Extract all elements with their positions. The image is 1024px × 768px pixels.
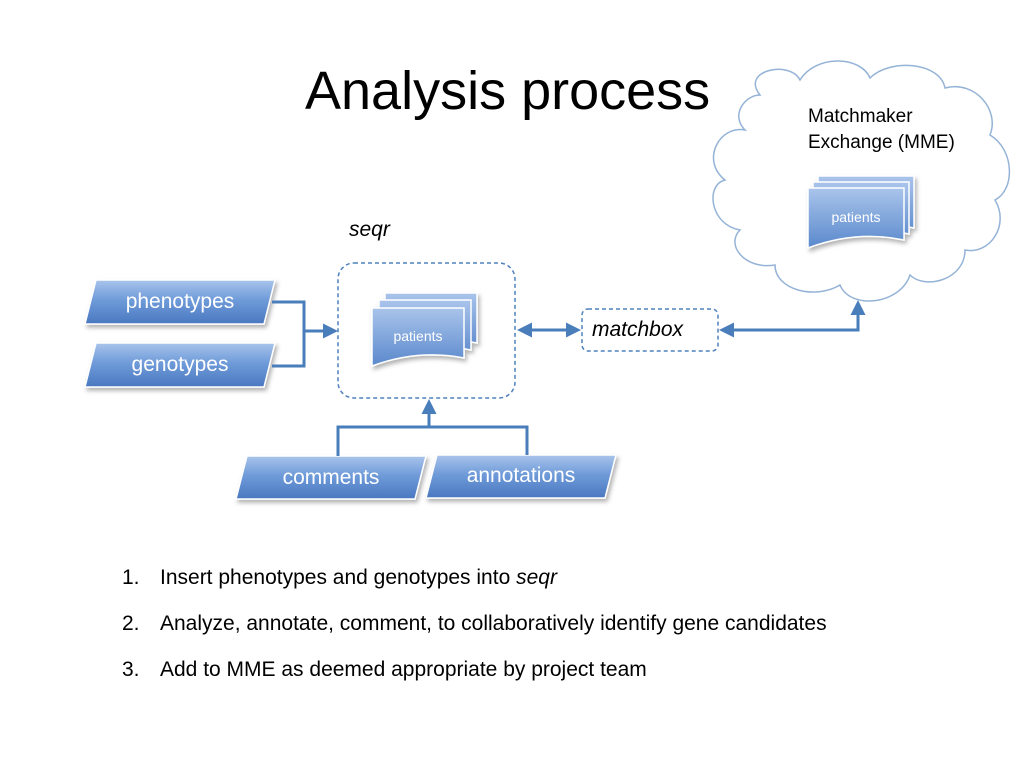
mme-label: Matchmaker Exchange (MME): [808, 104, 955, 155]
step-number: 2.: [122, 612, 140, 635]
seqr-patients-stack: [371, 292, 478, 368]
annotations-box: [425, 454, 617, 499]
genotypes-box: [84, 342, 276, 388]
step-item: 1. Insert phenotypes and genotypes into …: [122, 566, 827, 612]
annotations-label: annotations: [466, 464, 576, 487]
step-number: 1.: [122, 566, 140, 589]
annotations-connector: [336, 399, 529, 456]
inputs-connector: [272, 300, 338, 368]
seqr-container: [337, 262, 516, 399]
step-text: Analyze, annotate, comment, to collabora…: [160, 612, 827, 635]
step-emphasis: seqr: [516, 566, 557, 589]
matchbox-container: [581, 308, 719, 352]
seqr-label: seqr: [349, 218, 390, 241]
step-item: 2. Analyze, annotate, comment, to collab…: [122, 612, 827, 658]
step-text: Insert phenotypes and genotypes into seq…: [160, 566, 557, 589]
comments-box: [235, 455, 427, 500]
mme-patients-label: patients: [831, 209, 881, 225]
step-item: 3. Add to MME as deemed appropriate by p…: [122, 658, 827, 704]
comments-label: comments: [282, 466, 380, 489]
mme-label-line2: Exchange (MME): [808, 131, 955, 153]
step-number: 3.: [122, 658, 140, 681]
genotypes-label: genotypes: [131, 353, 229, 376]
steps-list: 1. Insert phenotypes and genotypes into …: [122, 566, 827, 704]
matchbox-mme-arrow: [719, 300, 866, 338]
mme-label-line1: Matchmaker: [808, 106, 913, 127]
phenotypes-box: [84, 279, 276, 325]
phenotypes-label: phenotypes: [125, 290, 235, 313]
matchbox-label: matchbox: [592, 318, 684, 341]
mme-patients-stack: [807, 175, 915, 250]
step-text: Add to MME as deemed appropriate by proj…: [160, 658, 647, 681]
seqr-patients-label: patients: [393, 328, 443, 344]
slide-title: Analysis process: [305, 61, 711, 121]
